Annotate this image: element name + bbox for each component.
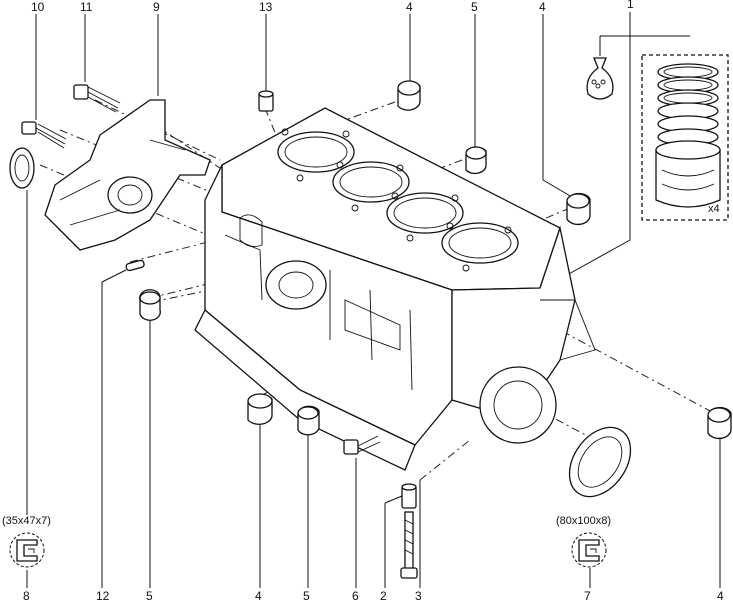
callout-4-bottom-b: 4 bbox=[717, 589, 724, 603]
callout-3: 3 bbox=[415, 589, 422, 603]
callout-4-bottom-a: 4 bbox=[255, 589, 262, 603]
callout-13: 13 bbox=[259, 0, 273, 14]
seal-right-size: (80x100x8) bbox=[556, 515, 611, 527]
bushing-left-5 bbox=[139, 289, 161, 321]
bolt-10 bbox=[21, 121, 67, 149]
callout-9: 9 bbox=[153, 0, 160, 14]
callout-12: 12 bbox=[96, 589, 110, 603]
sleeve-2 bbox=[401, 483, 417, 509]
engine-block bbox=[194, 107, 596, 471]
bushing-top-4a bbox=[397, 80, 421, 111]
callout-8: 8 bbox=[23, 589, 30, 603]
callout-4-b: 4 bbox=[539, 0, 546, 14]
callout-2: 2 bbox=[380, 589, 387, 603]
bolt-11 bbox=[73, 84, 121, 113]
bushing-bottom-4b bbox=[707, 406, 732, 440]
rear-oil-seal bbox=[568, 426, 632, 498]
front-oil-seal bbox=[9, 147, 35, 189]
pin-12 bbox=[125, 259, 145, 272]
callout-4-a: 4 bbox=[406, 0, 413, 14]
oil-seal-icon bbox=[578, 539, 600, 562]
callout-5-bottom-a: 5 bbox=[146, 589, 153, 603]
callout-7: 7 bbox=[584, 589, 591, 603]
front-cover-9 bbox=[44, 99, 211, 251]
callout-1: 1 bbox=[627, 0, 634, 11]
seal-spec-right: (80x100x8) bbox=[556, 515, 611, 568]
dowel-sleeve bbox=[258, 90, 274, 112]
parts-bag-icon bbox=[586, 57, 614, 100]
callout-11: 11 bbox=[80, 0, 93, 14]
bolt-6 bbox=[343, 435, 381, 455]
callout-5-bottom-b: 5 bbox=[303, 589, 310, 603]
bushing-top-4b bbox=[566, 192, 591, 226]
bushing-top-5 bbox=[465, 146, 487, 175]
bushing-bottom-4a bbox=[247, 393, 273, 425]
callout-5-top: 5 bbox=[471, 0, 478, 14]
callout-10: 10 bbox=[31, 0, 45, 14]
bushing-bottom-5 bbox=[297, 405, 320, 436]
seal-left-size: (35x47x7) bbox=[2, 515, 51, 527]
seal-spec-left: (35x47x7) bbox=[2, 515, 51, 568]
oil-seal-icon bbox=[16, 539, 38, 562]
liner-kit: x4 bbox=[641, 54, 729, 221]
callout-6: 6 bbox=[352, 589, 359, 603]
long-bolt-3 bbox=[400, 511, 418, 579]
quantity-label: x4 bbox=[708, 203, 720, 215]
